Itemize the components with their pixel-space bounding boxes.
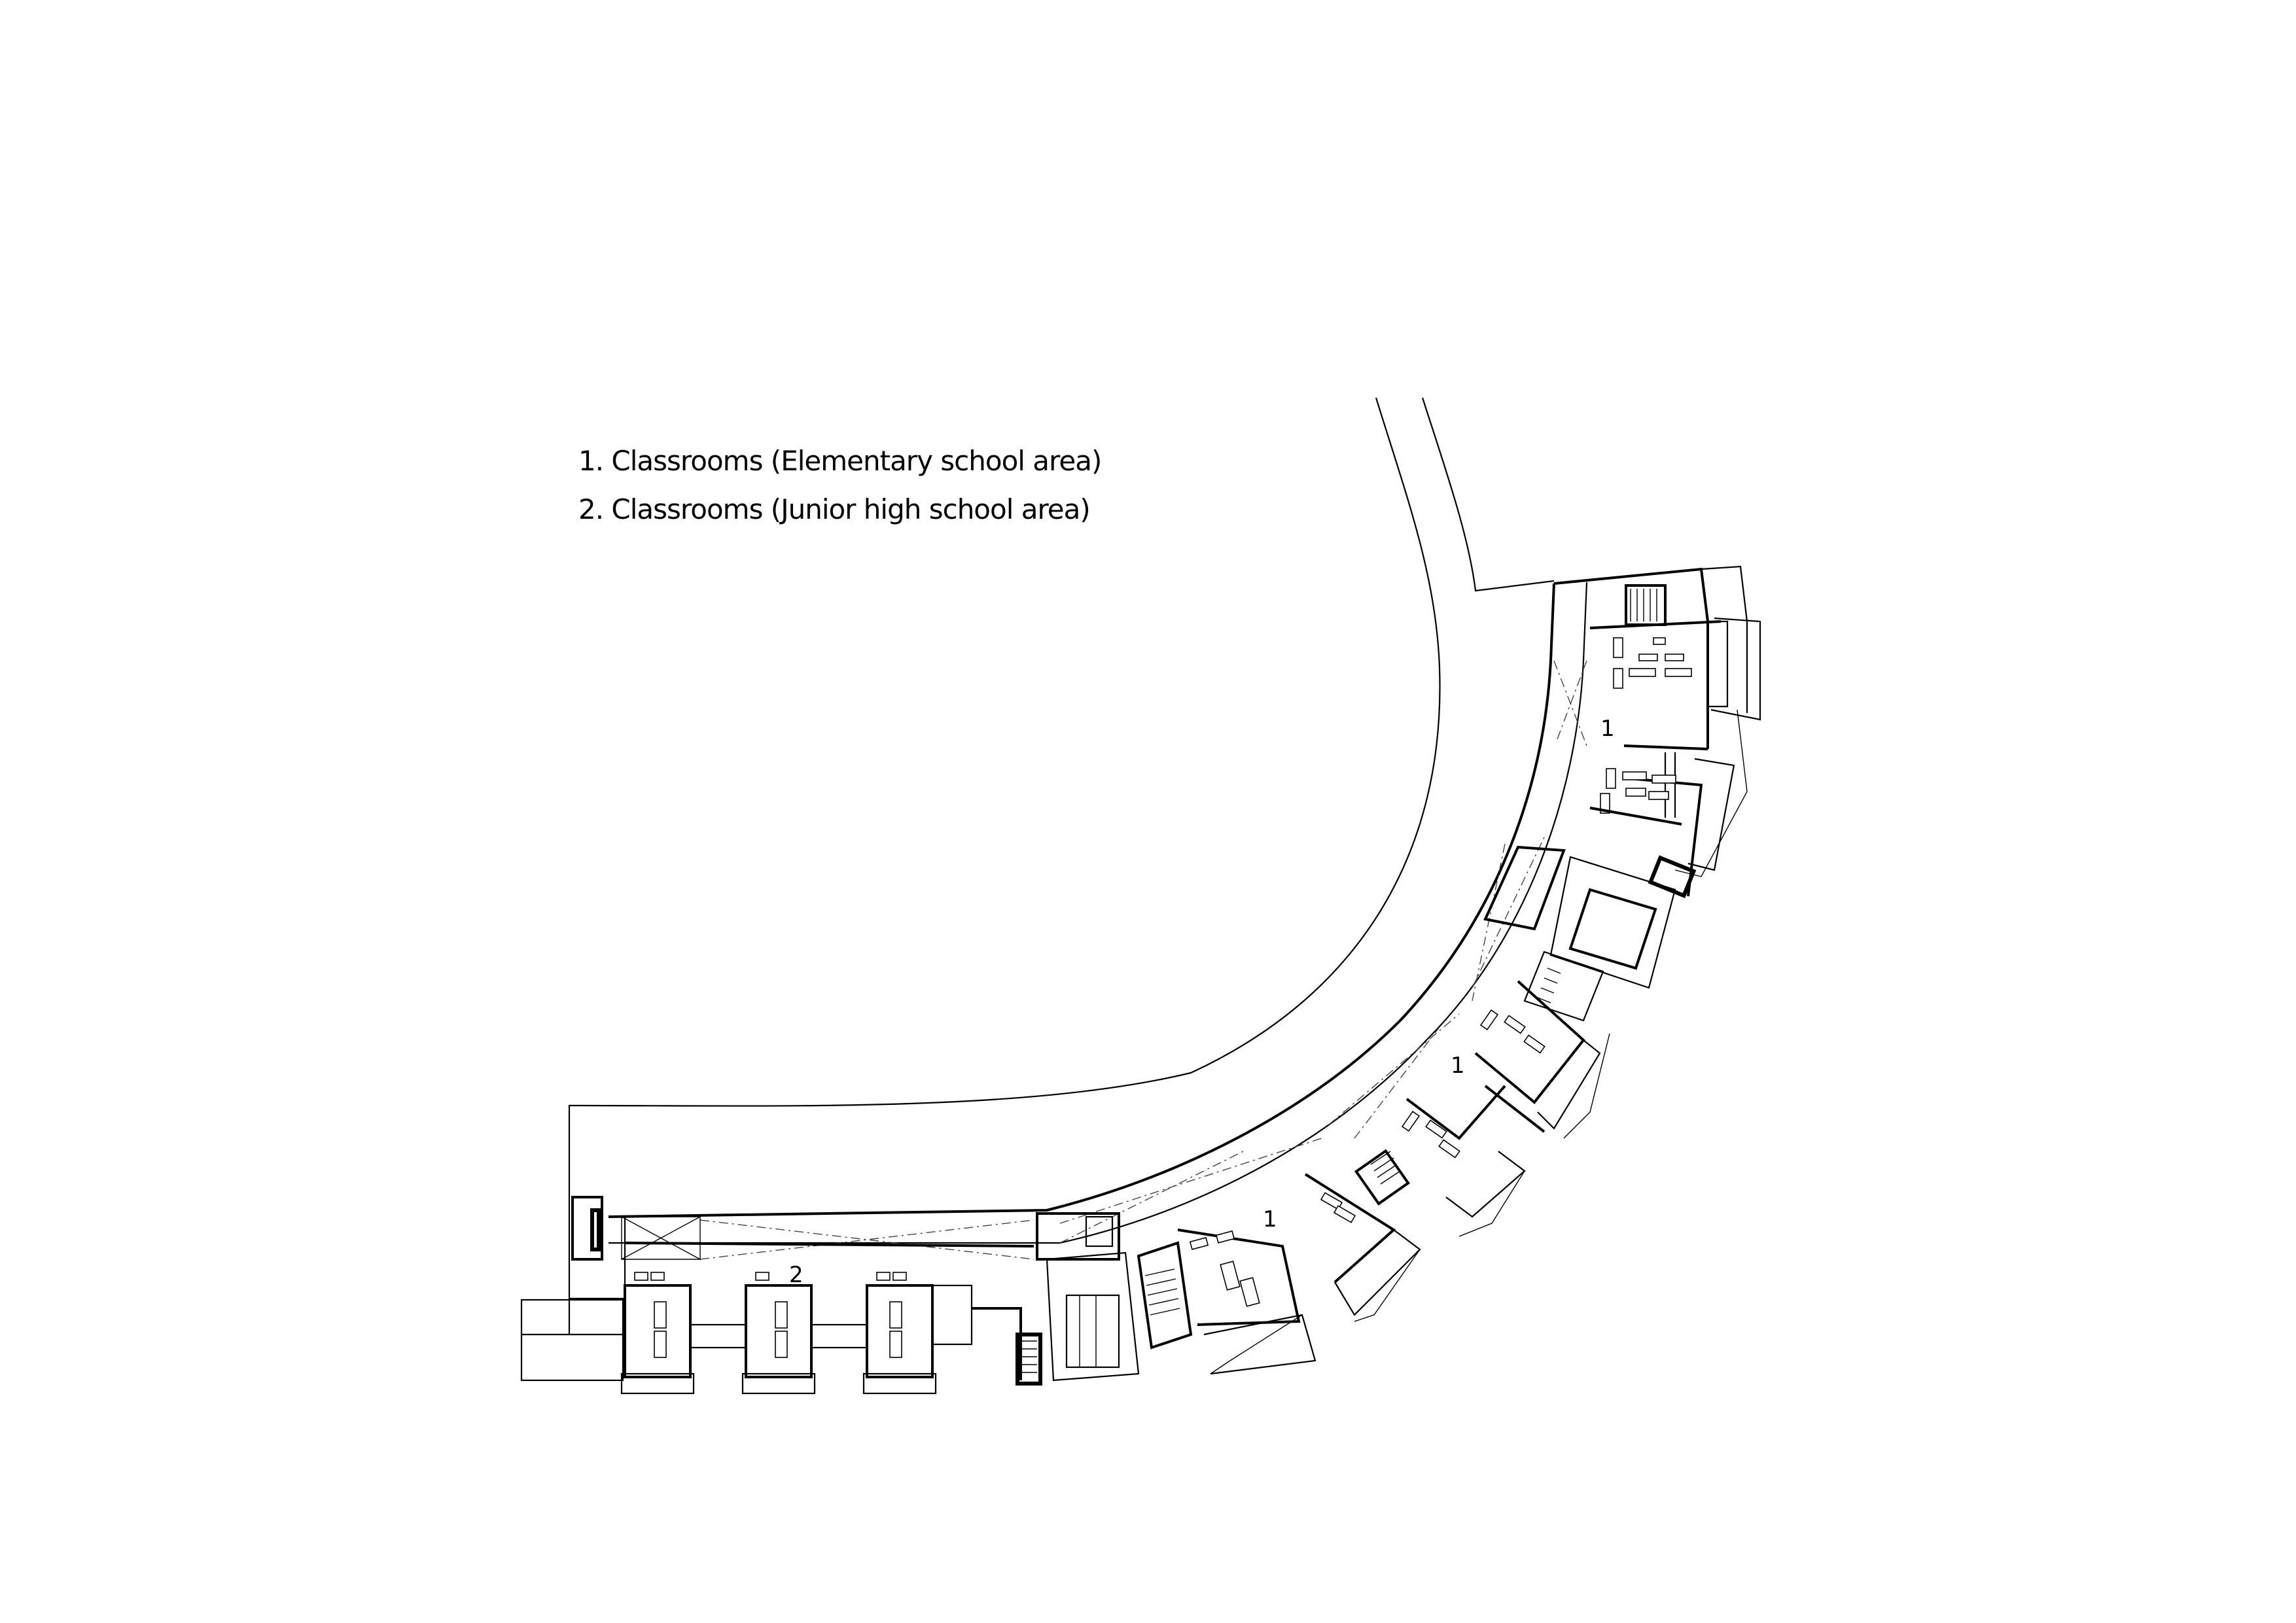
room-label-elementary-south: 1 bbox=[1263, 1206, 1277, 1232]
elementary-south-block bbox=[1137, 1149, 1421, 1375]
corridor bbox=[608, 582, 1588, 1260]
balconies bbox=[1210, 709, 1748, 1374]
room-label-elementary-middle: 1 bbox=[1451, 1053, 1465, 1079]
elementary-middle-block bbox=[1401, 980, 1601, 1218]
elementary-north-block bbox=[1553, 565, 1761, 897]
site-boundary bbox=[568, 397, 1555, 1197]
legend-item-junior-high: 2. Classrooms (Junior high school area) bbox=[578, 493, 1091, 525]
service-core bbox=[1483, 845, 1697, 1022]
entrance-core bbox=[1016, 1212, 1140, 1386]
room-labels: 1 1 1 2 bbox=[789, 716, 1615, 1288]
legend: 1. Classrooms (Elementary school area) 2… bbox=[578, 437, 1102, 534]
room-label-junior-high: 2 bbox=[789, 1262, 804, 1288]
junior-high-wing bbox=[520, 1196, 1034, 1395]
room-label-elementary-north: 1 bbox=[1600, 716, 1615, 742]
legend-item-elementary: 1. Classrooms (Elementary school area) bbox=[578, 445, 1102, 477]
